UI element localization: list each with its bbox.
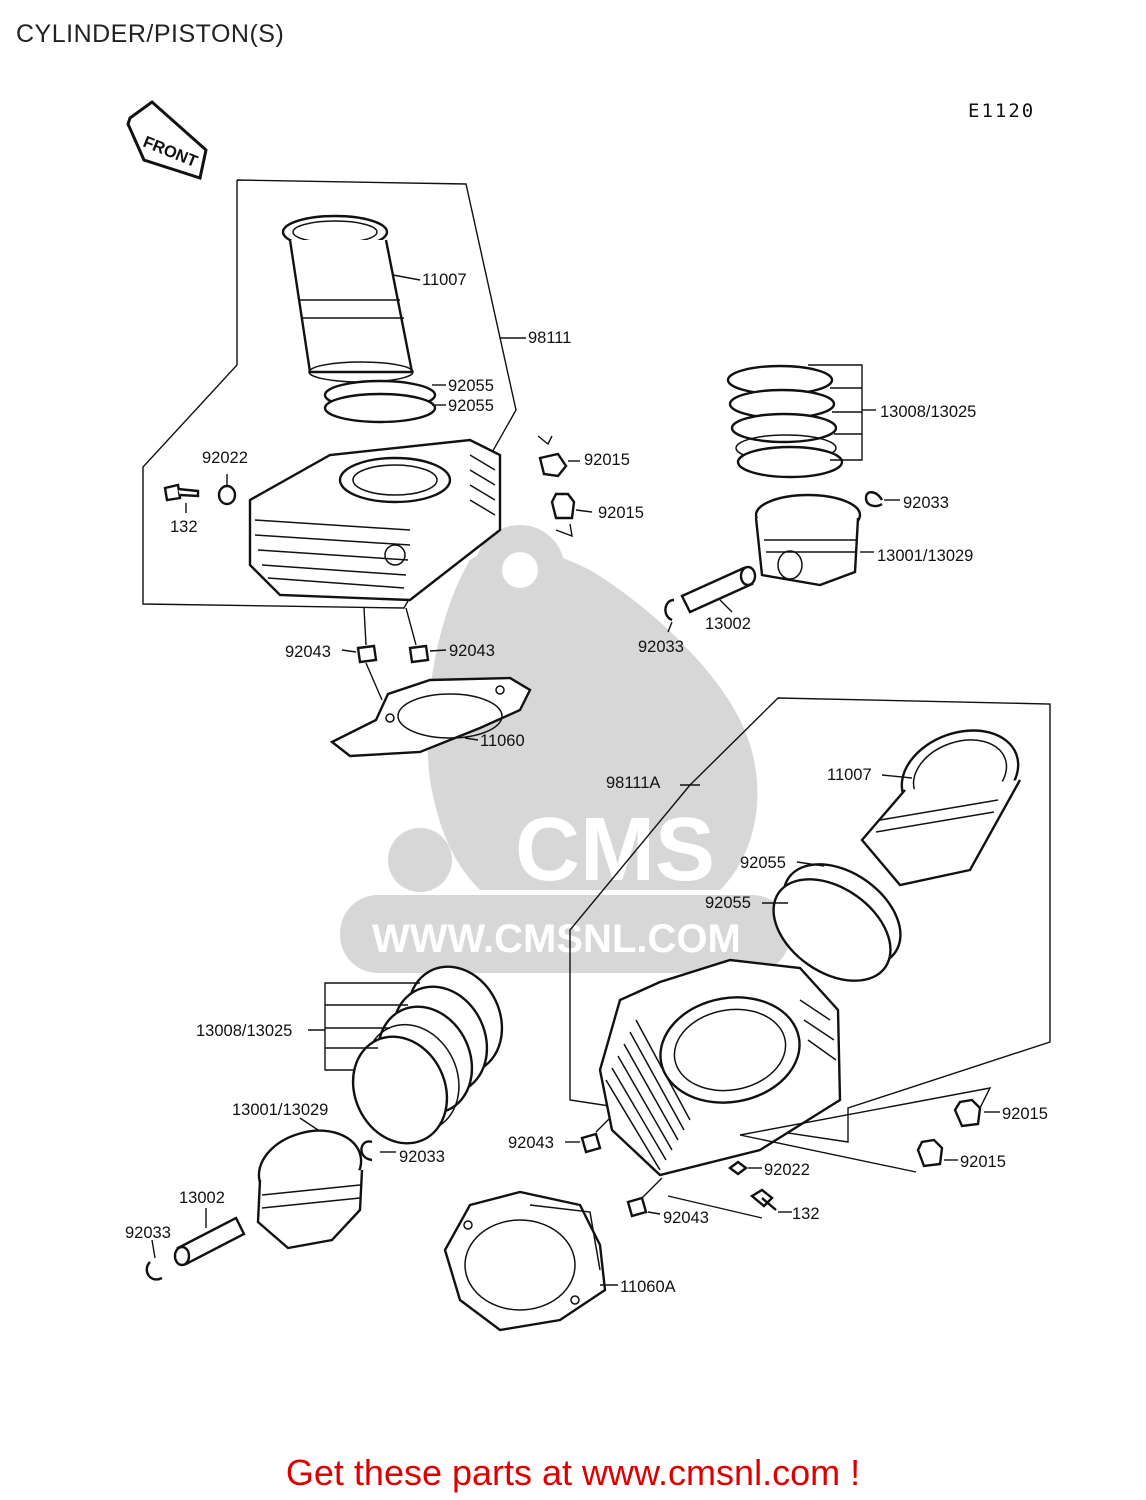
cylinder-gasket-top	[329, 676, 532, 758]
label-92043-c: 92043	[508, 1134, 554, 1152]
cylinder-gasket-bottom	[443, 1190, 607, 1332]
circlip-92033-bottom	[145, 1261, 163, 1281]
assembly-outline-98111A	[569, 697, 1051, 1143]
label-92015-d: 92015	[960, 1153, 1006, 1171]
label-92043-left: 92043	[285, 643, 331, 661]
cylinder-block-bottom	[598, 958, 842, 1177]
label-92015-a: 92015	[584, 451, 630, 469]
label-13001-13029-bottom: 13001/13029	[232, 1101, 328, 1119]
washer-92022-top	[217, 484, 237, 506]
bolt-132-top	[163, 483, 200, 502]
label-11060: 11060	[480, 732, 525, 750]
label-92015-c: 92015	[1002, 1105, 1048, 1123]
dowel-92043-bottom-right	[626, 1196, 648, 1218]
label-92055-c: 92055	[740, 854, 786, 872]
label-92033-mid: 92033	[399, 1148, 445, 1166]
watermark-logo-text: CMS	[515, 800, 715, 900]
front-arrow-icon: FRONT	[126, 100, 208, 180]
label-132-bottom: 132	[792, 1205, 820, 1223]
label-11060A: 11060A	[620, 1278, 676, 1296]
cap-nut-92015-a	[538, 452, 568, 478]
label-13008-13025-top: 13008/13025	[880, 403, 976, 421]
piston-rings-top	[726, 364, 844, 479]
o-rings-bottom	[772, 863, 902, 982]
cylinder-sleeve-top	[281, 214, 414, 383]
label-11007-top: 11007	[422, 271, 467, 289]
label-92022-bottom: 92022	[764, 1161, 810, 1179]
piston-bottom	[256, 1129, 364, 1250]
promo-link[interactable]: Get these parts at www.cmsnl.com !	[285, 1452, 861, 1493]
cap-nut-92015-c	[953, 1098, 982, 1128]
label-98111A: 98111A	[606, 774, 660, 792]
circlip-92033-top	[664, 598, 675, 622]
label-92033-top: 92033	[638, 638, 684, 656]
label-92022-top: 92022	[202, 449, 248, 467]
label-92015-b: 92015	[598, 504, 644, 522]
o-rings-top	[323, 379, 437, 424]
dowel-92043-top-left	[356, 644, 378, 664]
dowel-92043-top-right	[408, 644, 430, 664]
label-13002-bottom: 13002	[179, 1189, 225, 1207]
label-132-top: 132	[170, 518, 198, 536]
piston-top	[754, 493, 862, 587]
cms-watermark: CMS WWW.CMSNL.COM	[340, 525, 790, 973]
watermark-url-text: WWW.CMSNL.COM	[372, 917, 741, 961]
label-13001-13029-top: 13001/13029	[877, 547, 973, 565]
circlip-92033-right	[864, 491, 884, 508]
label-92043-d: 92043	[663, 1209, 709, 1227]
piston-pin-bottom	[173, 1216, 246, 1267]
label-92033-bottom: 92033	[125, 1224, 171, 1242]
label-92055-b: 92055	[448, 397, 494, 415]
bolt-132-bottom	[749, 1188, 777, 1211]
cylinder-block-top	[248, 438, 502, 602]
label-98111: 98111	[528, 329, 571, 347]
piston-pin-top	[680, 565, 757, 614]
cap-nut-92015-b	[550, 492, 576, 520]
piston-rings-bottom	[351, 965, 504, 1145]
dowel-92043-bottom-left	[580, 1132, 602, 1154]
circlip-92033-mid	[360, 1140, 373, 1162]
label-13002-top: 13002	[705, 615, 751, 633]
label-92055-d: 92055	[705, 894, 751, 912]
assembly-outline-98111	[142, 179, 517, 609]
label-92043-right: 92043	[449, 642, 495, 660]
cylinder-sleeve-bottom	[860, 729, 1022, 887]
page-title: CYLINDER/PISTON(S)	[16, 20, 285, 48]
label-92055-a: 92055	[448, 377, 494, 395]
label-92033-right: 92033	[903, 494, 949, 512]
label-11007-bottom: 11007	[827, 766, 872, 784]
cap-nut-92015-d	[916, 1138, 944, 1168]
label-13008-13025-bottom: 13008/13025	[196, 1022, 292, 1040]
diagram-code: E1120	[968, 100, 1036, 122]
washer-92022-bottom	[728, 1160, 748, 1176]
